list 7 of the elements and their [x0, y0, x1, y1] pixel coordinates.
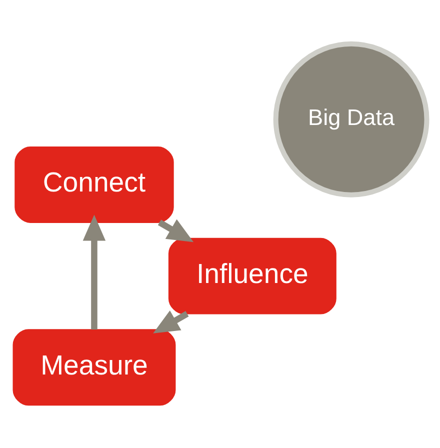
arrow — [153, 310, 189, 333]
node-box: Connect — [14, 146, 174, 222]
node-circle: Big Data — [273, 40, 430, 197]
arrow — [82, 214, 106, 330]
node-box: Influence — [168, 237, 336, 314]
arrow — [158, 218, 194, 242]
node-box: Measure — [12, 328, 176, 406]
